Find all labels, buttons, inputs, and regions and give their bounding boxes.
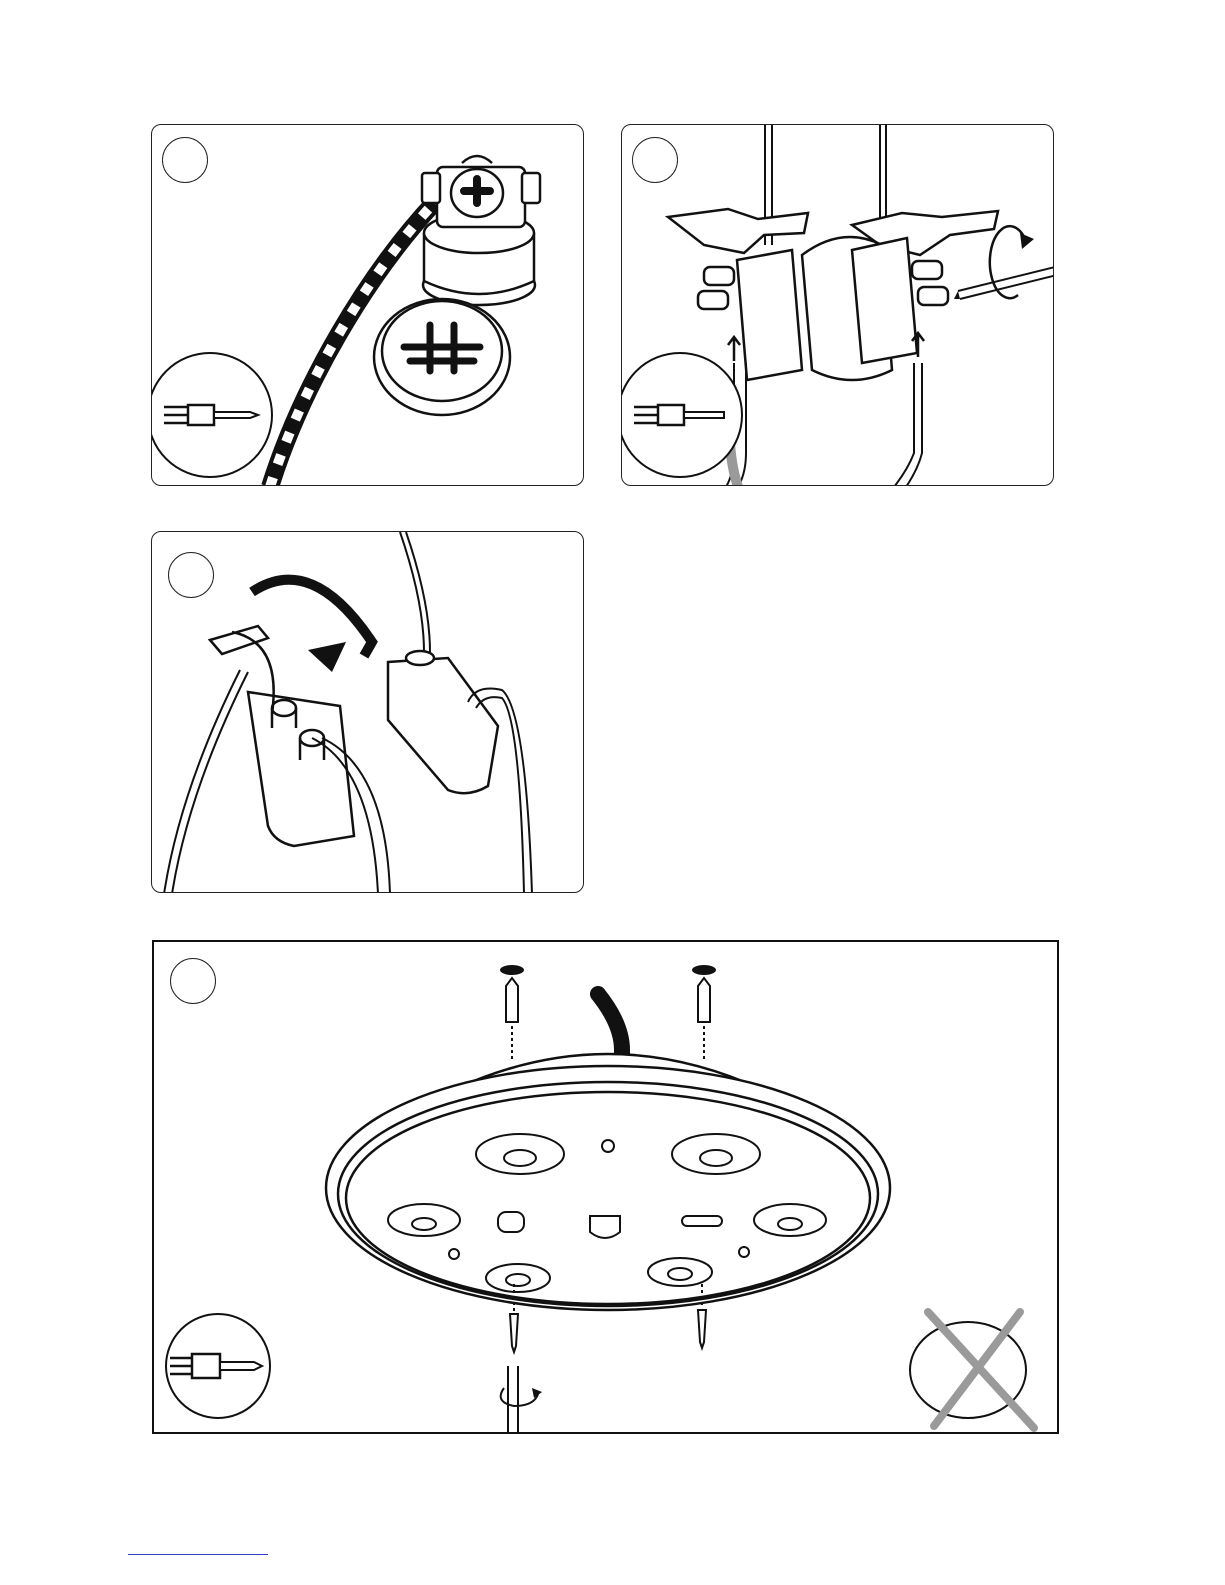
luminaire-base-plate: [326, 1054, 890, 1310]
terminal-block: [422, 156, 540, 305]
phillips-screwdriver-icon: [166, 1314, 270, 1418]
step-1-panel: [151, 124, 584, 486]
close-cover-arrow-icon: [252, 580, 372, 672]
wall-plug-right: [692, 965, 716, 1060]
ceiling-mount-illustration: [154, 942, 1059, 1434]
earth-terminal-illustration: [152, 125, 584, 486]
step-2-panel: [621, 124, 1054, 486]
rotate-screwdriver-icon: [501, 1366, 542, 1434]
step-3-panel: [151, 531, 584, 893]
flat-screwdriver-icon: [622, 353, 742, 477]
terminal-wiring-illustration: [622, 125, 1054, 486]
not-suitable-surface-icon: [910, 1312, 1034, 1428]
earth-screw: [374, 299, 510, 415]
terminal-cover-illustration: [152, 532, 584, 893]
terminal-connector: [668, 209, 998, 380]
step-4-panel: [152, 940, 1059, 1434]
phillips-screwdriver-icon: [152, 353, 272, 477]
rotate-arrow-icon: [990, 226, 1034, 298]
wall-plug-left: [500, 965, 524, 1060]
footer-rule: [128, 1554, 268, 1555]
closed-terminal-box: [388, 532, 532, 893]
flat-screwdriver-tip: [954, 267, 1054, 299]
